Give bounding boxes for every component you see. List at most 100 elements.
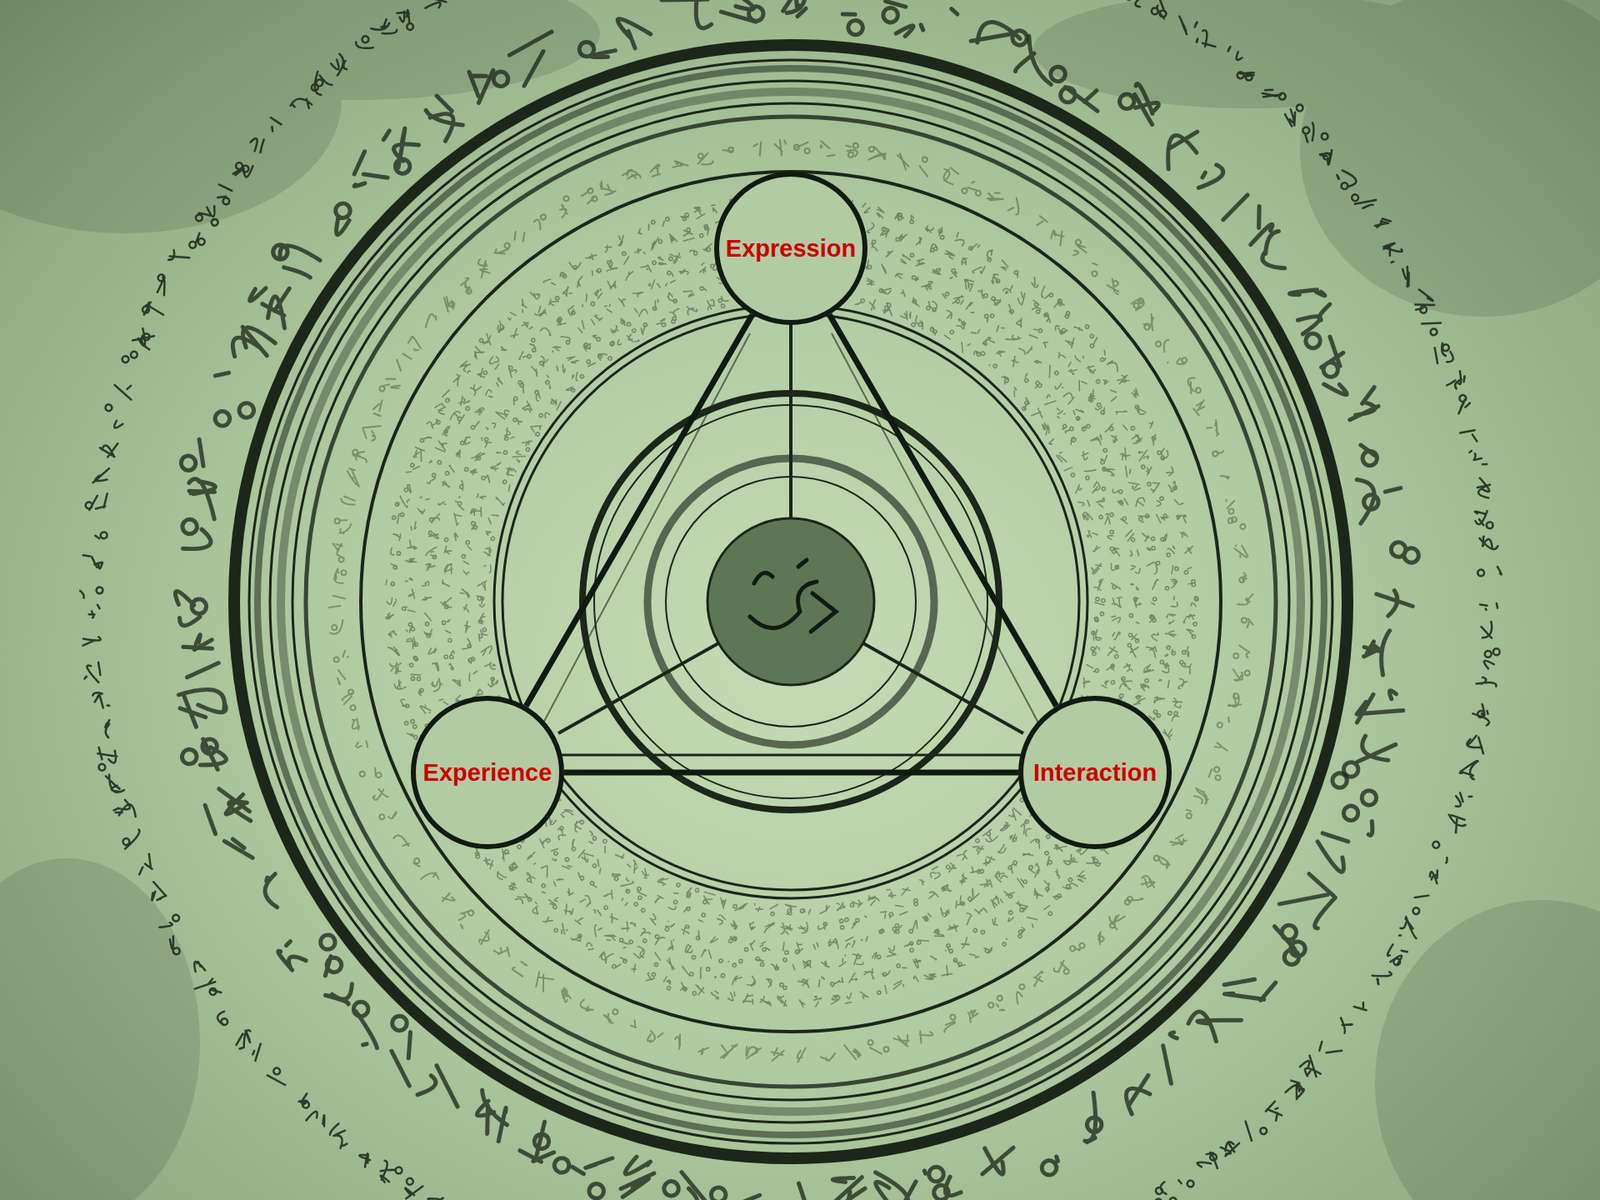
rune bbox=[580, 894, 594, 908]
rune bbox=[580, 187, 598, 206]
rune bbox=[1097, 350, 1110, 362]
rune bbox=[651, 255, 667, 270]
rune bbox=[983, 944, 994, 954]
rune bbox=[596, 349, 613, 365]
rune bbox=[990, 895, 1004, 908]
rune bbox=[558, 271, 567, 280]
rune bbox=[605, 303, 615, 314]
rune bbox=[561, 904, 575, 917]
rune bbox=[1479, 535, 1498, 550]
rune bbox=[1155, 121, 1208, 176]
rune bbox=[388, 645, 400, 657]
rune bbox=[1133, 695, 1145, 708]
rune bbox=[860, 990, 869, 1000]
rune bbox=[555, 362, 568, 375]
rune bbox=[495, 405, 510, 420]
rune bbox=[1090, 435, 1105, 449]
rune bbox=[671, 158, 689, 170]
rune bbox=[698, 912, 706, 922]
rune bbox=[1069, 939, 1086, 955]
rune bbox=[1090, 563, 1102, 575]
rune bbox=[459, 276, 477, 295]
rune bbox=[866, 893, 880, 906]
rune bbox=[480, 473, 492, 483]
rune bbox=[450, 410, 465, 425]
rune bbox=[634, 304, 648, 318]
rune bbox=[1190, 596, 1199, 607]
rune bbox=[478, 627, 489, 641]
rune bbox=[960, 256, 970, 266]
rune bbox=[760, 941, 770, 952]
rune bbox=[1080, 450, 1091, 460]
rune bbox=[435, 440, 449, 452]
rune bbox=[866, 145, 887, 163]
rune-node-circle: Expression bbox=[714, 171, 868, 325]
rune bbox=[1335, 1016, 1353, 1034]
rune bbox=[702, 244, 714, 253]
rune bbox=[900, 886, 911, 895]
rune bbox=[451, 513, 462, 526]
rune bbox=[180, 519, 213, 552]
rune bbox=[836, 901, 846, 910]
rune bbox=[440, 892, 456, 908]
rune bbox=[970, 15, 1030, 60]
rune bbox=[190, 960, 205, 975]
rune bbox=[227, 323, 277, 370]
rune bbox=[1105, 909, 1128, 932]
rune bbox=[1183, 809, 1195, 820]
rune bbox=[606, 278, 619, 291]
rune bbox=[913, 975, 919, 984]
rune bbox=[1165, 545, 1176, 558]
rune bbox=[715, 914, 726, 925]
rings bbox=[234, 45, 1348, 1159]
rune bbox=[1008, 197, 1025, 216]
rune bbox=[566, 353, 579, 365]
rune bbox=[961, 911, 975, 925]
rune bbox=[1143, 663, 1155, 675]
rune bbox=[455, 449, 462, 458]
rune bbox=[1130, 388, 1140, 399]
rune bbox=[1153, 854, 1171, 870]
rune bbox=[970, 326, 980, 336]
rune bbox=[965, 301, 978, 315]
rune bbox=[1081, 677, 1090, 689]
rune bbox=[1150, 0, 1171, 20]
rune bbox=[1013, 270, 1021, 278]
rune bbox=[1110, 545, 1120, 558]
rune bbox=[939, 905, 950, 917]
rune bbox=[1169, 830, 1188, 850]
rune bbox=[1427, 868, 1442, 884]
rune bbox=[1118, 447, 1131, 461]
rune bbox=[1135, 403, 1146, 417]
rune bbox=[1112, 597, 1122, 608]
rune bbox=[1471, 703, 1493, 726]
rune bbox=[1129, 550, 1139, 558]
rune bbox=[830, 977, 844, 987]
rune bbox=[140, 300, 166, 322]
rune-node-circle: Interaction bbox=[1018, 695, 1172, 850]
rune bbox=[443, 650, 455, 660]
rune bbox=[406, 335, 425, 352]
rune bbox=[881, 970, 891, 977]
rune bbox=[951, 895, 965, 910]
rune bbox=[177, 685, 229, 730]
rune bbox=[1111, 486, 1123, 496]
rune bbox=[374, 122, 428, 177]
rune bbox=[661, 1170, 712, 1200]
rune bbox=[475, 405, 485, 416]
rune bbox=[650, 300, 661, 311]
rune bbox=[860, 936, 869, 943]
rune bbox=[954, 232, 968, 246]
rune bbox=[915, 936, 929, 945]
rune bbox=[1225, 498, 1237, 515]
rune bbox=[1093, 579, 1104, 591]
rune bbox=[1459, 757, 1479, 780]
rune bbox=[618, 295, 628, 307]
rune bbox=[946, 921, 960, 935]
rune bbox=[1173, 11, 1198, 35]
rune bbox=[329, 620, 344, 635]
rune bbox=[1444, 814, 1468, 835]
rune bbox=[1156, 512, 1170, 525]
rune bbox=[1195, 1150, 1223, 1177]
rune bbox=[827, 938, 839, 950]
